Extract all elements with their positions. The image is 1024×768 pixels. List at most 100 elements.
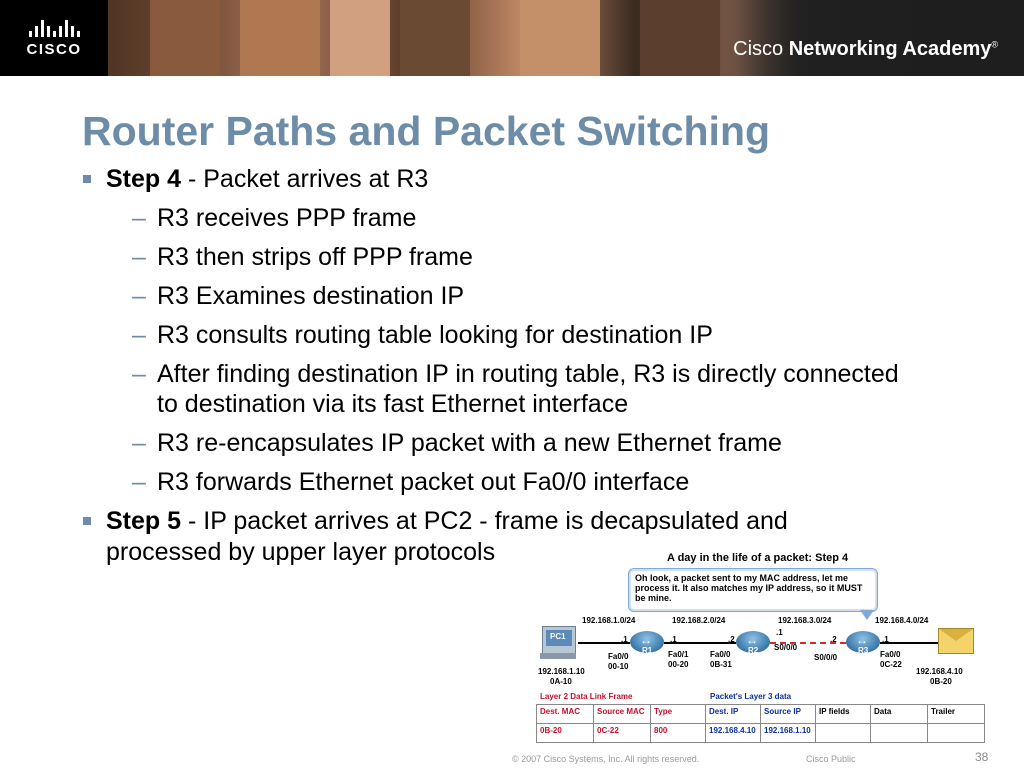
pc2-envelope-icon: [938, 628, 974, 654]
frame-header-cell: Trailer: [927, 704, 985, 724]
r2-fa00-label: Fa0/0: [710, 650, 731, 659]
addr-label: .1: [776, 628, 783, 637]
net-label: 192.168.4.0/24: [875, 616, 929, 625]
sub-bullet: –R3 consults routing table looking for d…: [132, 321, 713, 349]
banner-photo: [240, 0, 320, 76]
frame-value-cell: [815, 723, 871, 743]
speech-bubble: Oh look, a packet sent to my MAC address…: [628, 568, 878, 612]
page-title: Router Paths and Packet Switching: [82, 108, 771, 154]
r1-fa00-mac: 00-10: [608, 662, 629, 671]
frame-header-cell: IP fields: [815, 704, 871, 724]
sub-bullet-text: R3 then strips off PPP frame: [157, 243, 473, 271]
cisco-bars-icon: [28, 19, 80, 37]
router-r1-icon: [630, 631, 664, 653]
frame-value-cell: 0C-22: [593, 723, 651, 743]
sub-bullet-text: R3 receives PPP frame: [157, 204, 417, 232]
bullet-step4: Step 4 - Packet arrives at R3: [80, 164, 900, 195]
bullet-step5: Step 5 - IP packet arrives at PC2 - fram…: [80, 506, 886, 568]
page-number: 38: [975, 750, 989, 764]
pc1-base: [540, 653, 576, 659]
r3-label: R3: [858, 646, 869, 655]
frame-header-cell: Dest. MAC: [536, 704, 594, 724]
step5-text: - IP packet arrives at PC2 - frame is de…: [106, 507, 788, 566]
bullet-square-icon: [83, 517, 91, 525]
header-banner: CISCO Cisco Networking Academy®: [0, 0, 1024, 76]
frame-value-cell: [870, 723, 928, 743]
footer-copyright: © 2007 Cisco Systems, Inc. All rights re…: [512, 754, 700, 764]
banner-photo: [400, 0, 470, 76]
sub-bullet: –R3 then strips off PPP frame: [132, 243, 473, 271]
sub-bullet: –R3 Examines destination IP: [132, 282, 465, 310]
sub-bullet-text: R3 forwards Ethernet packet out Fa0/0 in…: [157, 468, 690, 496]
sub-bullet-text: After finding destination IP in routing …: [157, 360, 899, 418]
net-label: 192.168.3.0/24: [778, 616, 832, 625]
sub-bullet: –R3 receives PPP frame: [132, 204, 417, 232]
addr-label: .1: [882, 635, 889, 644]
slide-content: Step 4 - Packet arrives at R3 –R3 receiv…: [80, 164, 900, 571]
pc2-mac: 0B-20: [930, 677, 952, 686]
r2-s000-label: S0/0/0: [774, 643, 798, 652]
addr-label: .2: [830, 635, 837, 644]
academy-mark: ®: [991, 39, 998, 50]
frame-table: Dest. MAC Source MAC Type Dest. IP Sourc…: [536, 704, 985, 743]
academy-title: Cisco Networking Academy®: [733, 38, 998, 61]
frame-header-cell: Data: [870, 704, 928, 724]
speech-bubble-tail: [860, 610, 874, 620]
net-label: 192.168.1.0/24: [582, 616, 636, 625]
addr-label: .1: [621, 635, 628, 644]
r1-fa01-mac: 00-20: [668, 660, 689, 669]
frame-value-cell: [927, 723, 985, 743]
sub-bullet: –After finding destination IP in routing…: [132, 360, 899, 418]
addr-label: .1: [670, 635, 677, 644]
footer-classification: Cisco Public: [806, 754, 856, 764]
sub-bullet: –R3 forwards Ethernet packet out Fa0/0 i…: [132, 468, 690, 496]
banner-photo: [330, 0, 390, 76]
layer3-label: Packet's Layer 3 data: [710, 692, 792, 701]
r3-s000-label: S0/0/0: [814, 653, 838, 662]
sub-bullet: –R3 re-encapsulates IP packet with a new…: [132, 429, 782, 457]
r2-fa00-mac: 0B-31: [710, 660, 732, 669]
router-r3-icon: [846, 631, 880, 653]
cisco-logo-text: CISCO: [26, 40, 82, 58]
frame-value-cell: 192.168.4.10: [705, 723, 761, 743]
step4-text: - Packet arrives at R3: [181, 165, 429, 193]
pc2-ip: 192.168.4.10: [916, 667, 963, 676]
r1-label: R1: [642, 646, 653, 655]
pc1-mac: 0A-10: [550, 677, 572, 686]
academy-main: Networking Academy: [788, 38, 992, 60]
serial-link: [770, 642, 846, 644]
link-line: [664, 642, 736, 644]
sub-bullet-text: R3 re-encapsulates IP packet with a new …: [157, 429, 782, 457]
cisco-logo: CISCO: [0, 0, 108, 76]
frame-header-cell: Source IP: [760, 704, 816, 724]
addr-label: .2: [728, 635, 735, 644]
frame-header-cell: Dest. IP: [705, 704, 761, 724]
pc1-label: PC1: [550, 632, 566, 641]
frame-header-cell: Type: [650, 704, 706, 724]
r3-fa00-label: Fa0/0: [880, 650, 901, 659]
frame-value-cell: 800: [650, 723, 706, 743]
packet-diagram: A day in the life of a packet: Step 4 Oh…: [530, 546, 1000, 746]
r1-fa01-label: Fa0/1: [668, 650, 689, 659]
frame-value-cell: 0B-20: [536, 723, 594, 743]
step4-bold: Step 4: [106, 165, 182, 193]
frame-header-cell: Source MAC: [593, 704, 651, 724]
banner-photo: [150, 0, 220, 76]
diagram-title: A day in the life of a packet: Step 4: [667, 552, 849, 564]
r2-label: R2: [748, 646, 759, 655]
sub-bullet-text: R3 consults routing table looking for de…: [157, 321, 713, 349]
banner-photo: [640, 0, 720, 76]
banner-photo: [520, 0, 600, 76]
sub-bullet-text: R3 Examines destination IP: [157, 282, 465, 310]
frame-value-cell: 192.168.1.10: [760, 723, 816, 743]
academy-area: [724, 0, 1024, 76]
layer2-label: Layer 2 Data Link Frame: [540, 692, 633, 701]
r3-fa00-mac: 0C-22: [880, 660, 902, 669]
link-line: [880, 642, 938, 644]
academy-prefix: Cisco: [733, 38, 784, 60]
net-label: 192.168.2.0/24: [672, 616, 726, 625]
bullet-square-icon: [83, 175, 91, 183]
router-r2-icon: [736, 631, 770, 653]
r1-fa00-label: Fa0/0: [608, 652, 629, 661]
step5-bold: Step 5: [106, 507, 182, 535]
